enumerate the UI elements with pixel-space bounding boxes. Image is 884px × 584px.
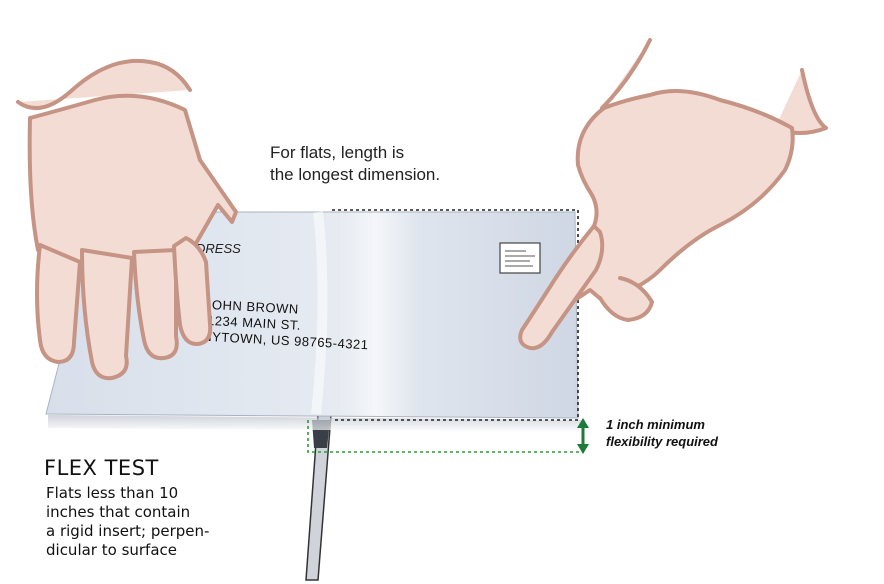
envelope-fold (311, 211, 328, 415)
length-guide (332, 209, 579, 421)
address-line-1: OHN BROWN (212, 297, 300, 317)
flex-desc-line-2: inches that contain (46, 503, 191, 521)
return-address-label: DRESS (196, 241, 241, 256)
indicia-text (505, 250, 535, 267)
length-caption: For flats, length is the longest dimensi… (270, 142, 440, 186)
flex-test-description: Flats less than 10 inches that contain a… (46, 484, 209, 560)
flex-desc-line-3: a rigid insert; perpen- (46, 522, 210, 540)
left-hand (16, 58, 238, 381)
flexibility-note: 1 inch minimum flexibility required (606, 416, 718, 450)
left-finger-1 (35, 243, 82, 364)
length-caption-line-2: the longest dimension. (270, 165, 441, 184)
right-index-finger (518, 224, 605, 351)
flex-test-title: FLEX TEST (44, 456, 159, 480)
flex-note-line-1: 1 inch minimum (606, 417, 705, 432)
address-line-2: 1234 MAIN ST. (207, 313, 302, 333)
left-palm (27, 93, 238, 264)
length-caption-line-1: For flats, length is (270, 143, 405, 162)
flex-desc-line-4: dicular to surface (46, 541, 178, 559)
flex-guide (307, 420, 584, 453)
left-finger-2 (80, 248, 134, 381)
left-finger-4 (172, 236, 213, 347)
flex-arrow (577, 418, 589, 454)
postage-indicia (499, 242, 541, 274)
flex-desc-line-1: Flats less than 10 (46, 484, 179, 502)
right-curled-fingers (598, 276, 654, 322)
right-palm (558, 89, 795, 302)
left-wrist (16, 58, 192, 111)
left-finger-3 (132, 248, 179, 361)
flex-note-line-2: flexibility required (606, 434, 718, 449)
right-hand (518, 38, 828, 351)
